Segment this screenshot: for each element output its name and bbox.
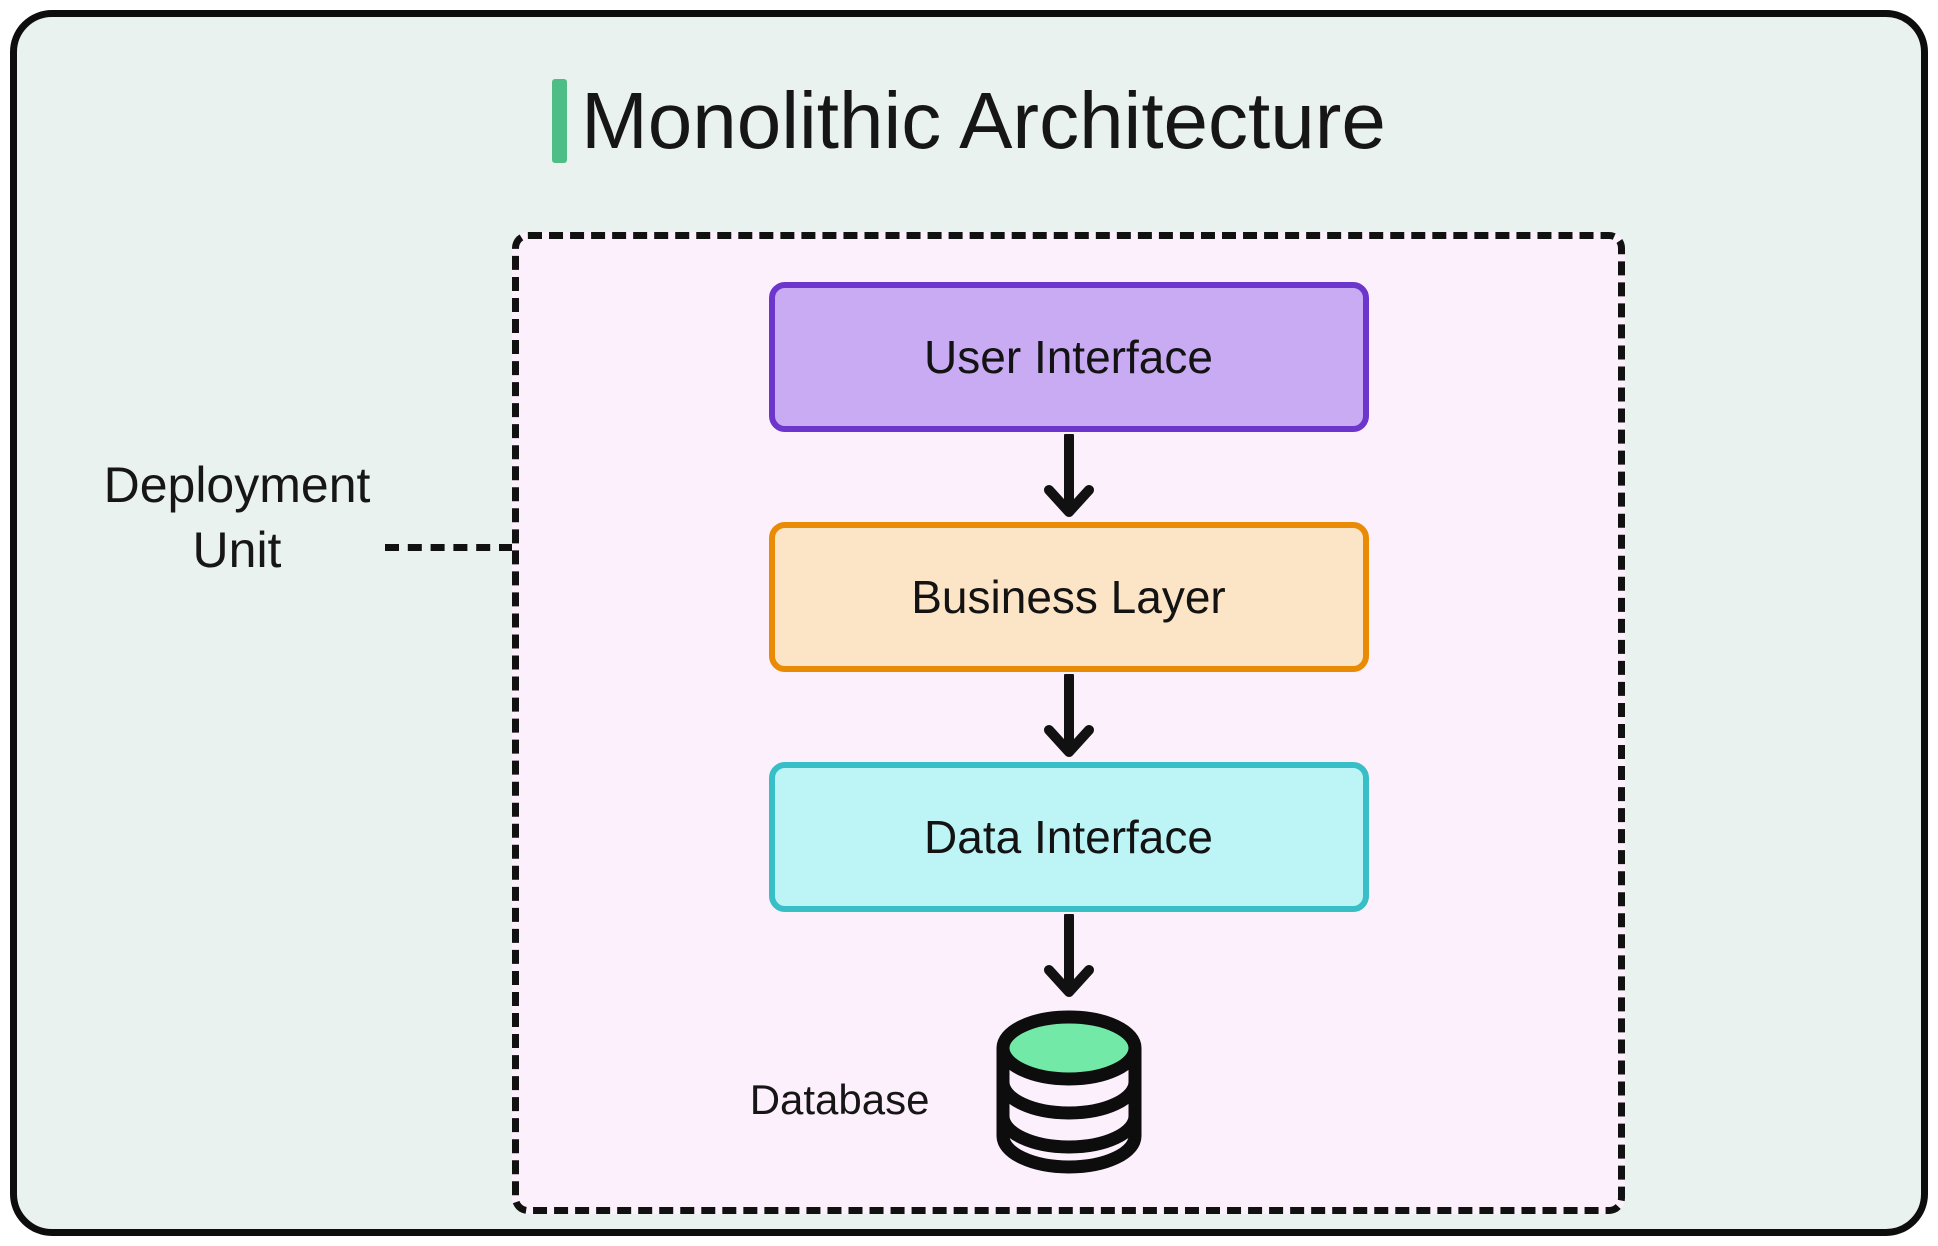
node-data-interface: Data Interface: [768, 762, 1369, 912]
database-band: [996, 1081, 1141, 1120]
node-business-layer: Business Layer: [768, 522, 1369, 672]
database-top: [996, 1010, 1141, 1086]
page-title: Monolithic Architecture: [581, 76, 1386, 165]
arrow-down-icon: [1043, 674, 1094, 757]
deployment-unit-boundary: User Interface Business Layer Data Inter…: [512, 232, 1625, 1214]
database-icon: [996, 1010, 1141, 1174]
node-data-interface-label: Data Interface: [924, 811, 1213, 863]
arrow-down-icon: [1043, 914, 1094, 997]
node-business-layer-label: Business Layer: [911, 571, 1226, 623]
deployment-unit-label: Deployment Unit: [57, 453, 417, 583]
node-user-interface-label: User Interface: [924, 331, 1213, 383]
deployment-unit-label-line1: Deployment: [103, 457, 371, 513]
node-user-interface: User Interface: [768, 282, 1369, 432]
deployment-unit-connector-line: [385, 544, 513, 551]
deployment-unit-label-line2: Unit: [192, 522, 282, 578]
outer-frame: Monolithic Architecture Deployment Unit …: [10, 10, 1928, 1236]
arrow-down-icon: [1043, 434, 1094, 517]
title-accent-bar: [552, 79, 568, 163]
database-label: Database: [749, 1076, 930, 1123]
database-band: [996, 1115, 1141, 1154]
title-row: Monolithic Architecture: [17, 77, 1921, 165]
